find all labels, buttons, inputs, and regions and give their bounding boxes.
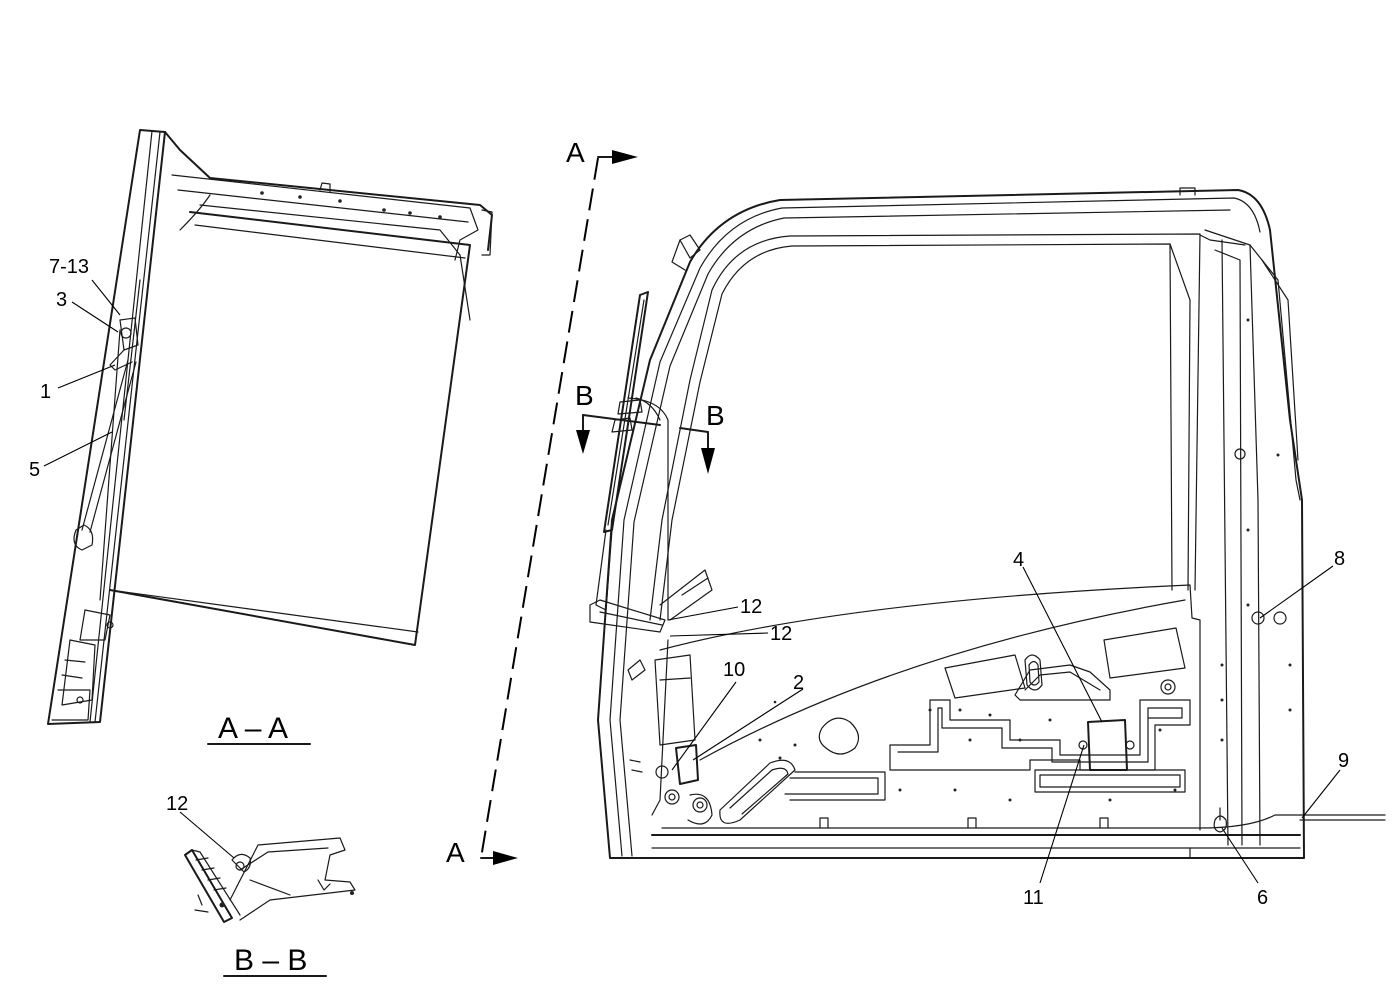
cab-door-assembly [589, 187, 1386, 884]
section-mark-a-top: A [566, 137, 585, 168]
callout-8: 8 [1334, 548, 1345, 570]
callout-12-lower: 12 [770, 623, 792, 645]
section-mark-a-bottom: A [446, 837, 465, 868]
callout-7-13: 7-13 [49, 256, 89, 278]
section-view-b-b [179, 811, 356, 923]
section-mark-b-left: B [575, 380, 594, 411]
section-view-a-a [43, 129, 493, 725]
callout-9: 9 [1338, 750, 1349, 772]
callout-1: 1 [40, 381, 51, 403]
section-line-b [576, 414, 715, 474]
callout-6: 6 [1257, 887, 1268, 909]
callout-4: 4 [1013, 549, 1024, 571]
callout-5: 5 [29, 459, 40, 481]
callout-11: 11 [1023, 887, 1044, 909]
section-mark-b-right: B [706, 400, 725, 431]
callout-12-bb: 12 [166, 793, 188, 815]
section-line-a [480, 150, 638, 865]
view-title-b-b: B – B [234, 944, 307, 977]
callout-3: 3 [56, 289, 67, 311]
callout-10: 10 [723, 659, 745, 681]
view-title-a-a: A – A [218, 712, 288, 745]
callout-12-upper: 12 [740, 596, 762, 618]
callout-2: 2 [793, 672, 804, 694]
